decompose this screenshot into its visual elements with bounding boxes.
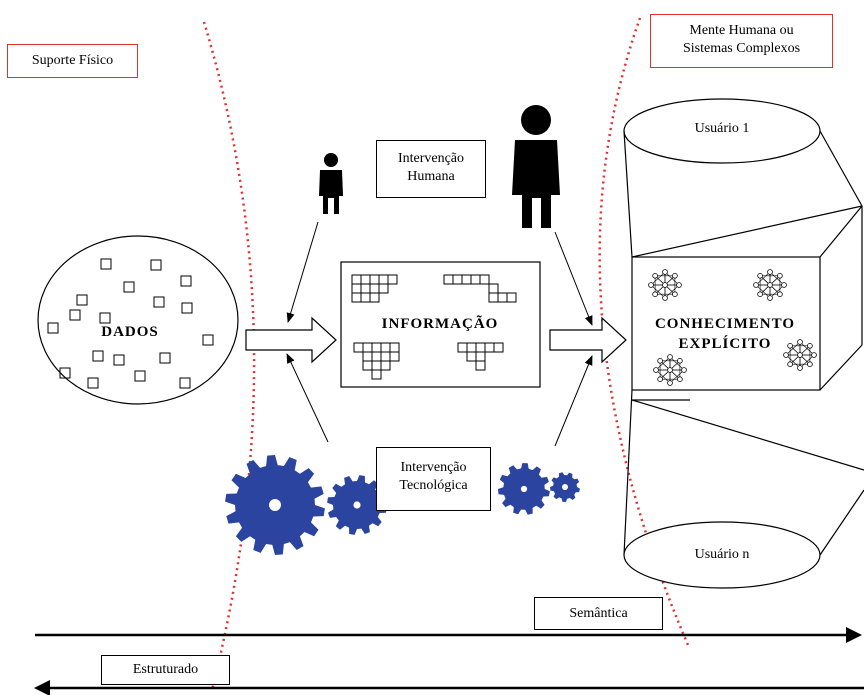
structured-text: Estruturado <box>132 662 199 677</box>
data-square <box>59 367 71 379</box>
data-label: DADOS <box>101 324 159 340</box>
data-square <box>150 259 162 271</box>
data-square <box>47 322 59 334</box>
gear-icon <box>550 472 580 502</box>
tech-intervention-text-2: Tecnológica <box>399 478 468 493</box>
human-to-knowledge-arrow <box>554 231 593 326</box>
data-square <box>123 281 135 293</box>
user-n-label: Usuário n <box>694 547 750 562</box>
semantics-label: Semântica <box>534 597 663 630</box>
human-to-info-arrow <box>286 221 319 323</box>
data-square <box>202 334 214 346</box>
information-grids <box>351 274 517 380</box>
data-square <box>92 350 104 362</box>
physical-support-text: Suporte Físico <box>31 53 114 68</box>
tech-to-knowledge-arrow <box>554 355 593 447</box>
human-intervention-text-1: Intervenção <box>397 151 465 166</box>
network-icon <box>753 269 787 301</box>
data-square <box>179 377 191 389</box>
data-square <box>180 275 192 287</box>
person-icon <box>319 153 343 214</box>
human-intervention-label: Intervenção Humana <box>376 140 486 198</box>
data-square <box>153 296 165 308</box>
human-mind-text-1: Mente Humana ou <box>689 23 794 38</box>
knowledge-label-1: CONHECIMENTO <box>654 316 796 332</box>
data-square <box>87 377 99 389</box>
data-square <box>181 302 193 314</box>
data-square <box>134 370 146 382</box>
gear-icon <box>498 463 550 515</box>
person-icon <box>512 105 560 228</box>
data-square <box>100 258 112 270</box>
human-mind-label: Mente Humana ou Sistemas Complexos <box>650 14 833 68</box>
network-icon <box>648 269 682 301</box>
data-to-information-arrow <box>245 316 337 364</box>
user-1-label: Usuário 1 <box>694 121 750 136</box>
human-mind-text-2: Sistemas Complexos <box>682 41 801 56</box>
data-square <box>113 354 125 366</box>
data-square <box>99 312 111 324</box>
tech-intervention-label: Intervenção Tecnológica <box>376 447 491 511</box>
knowledge-container <box>623 98 864 589</box>
structured-label: Estruturado <box>101 655 230 685</box>
human-intervention-text-2: Humana <box>407 169 455 184</box>
tech-to-info-arrow <box>286 353 329 443</box>
tech-intervention-text-1: Intervenção <box>400 460 467 475</box>
knowledge-label-2: EXPLÍCITO <box>678 336 772 352</box>
data-square <box>76 294 88 306</box>
gear-icon <box>327 475 387 535</box>
information-to-knowledge-arrow <box>549 316 627 364</box>
data-square <box>159 352 171 364</box>
gear-icon <box>225 455 325 555</box>
data-cloud <box>37 235 239 405</box>
information-label: INFORMAÇÃO <box>381 316 499 332</box>
data-square <box>69 309 81 321</box>
network-icon <box>783 339 817 371</box>
semantics-text: Semântica <box>569 606 628 621</box>
network-icon <box>653 354 687 386</box>
physical-support-label: Suporte Físico <box>7 44 138 78</box>
